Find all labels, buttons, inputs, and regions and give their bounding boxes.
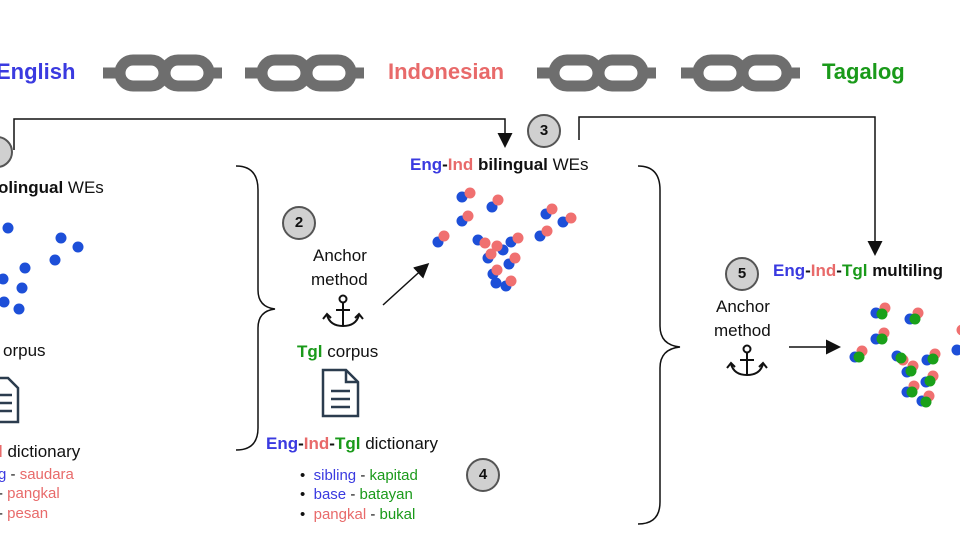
arrow-anchor2 bbox=[382, 262, 430, 306]
left-dictionary-label: l dictionary bbox=[0, 442, 81, 461]
dictionary-pair-3: • pangkal - bukal bbox=[300, 506, 416, 523]
anchor-method-line2: method bbox=[311, 270, 368, 289]
anchor-method-line1: Anchor bbox=[313, 246, 367, 265]
brace-left bbox=[235, 165, 276, 451]
step3-badge: 3 bbox=[527, 114, 561, 148]
chain-icon bbox=[103, 54, 222, 92]
anchor-icon bbox=[726, 344, 768, 377]
document-icon bbox=[321, 368, 360, 418]
left-pair-3: - pesan bbox=[0, 505, 49, 522]
step2-badge: 2 bbox=[282, 206, 316, 240]
document-icon bbox=[0, 376, 20, 424]
english-label: English bbox=[0, 59, 76, 84]
anchor-icon bbox=[322, 294, 364, 328]
dictionary-pair-2: • base - batayan bbox=[300, 486, 413, 503]
step4-badge: 4 bbox=[466, 458, 500, 492]
eng-ind-tgl-dictionary-label: Eng-Ind-Tgl dictionary bbox=[266, 434, 438, 453]
eng-ind-bilingual-title: Eng-Ind bilingual WEs bbox=[410, 155, 589, 174]
brace-right bbox=[637, 165, 681, 525]
anchor-method-line2-step5: method bbox=[714, 321, 771, 340]
arrow-left-to-bilingual bbox=[13, 118, 513, 150]
step5-badge: 5 bbox=[725, 257, 759, 291]
indonesian-label: Indonesian bbox=[388, 59, 505, 84]
left-we-title: olingual WEs bbox=[0, 178, 104, 197]
step1-circle bbox=[0, 136, 13, 168]
arrow-bilingual-to-multilingual bbox=[578, 116, 883, 256]
anchor-method-line1-step5: Anchor bbox=[716, 297, 770, 316]
left-corpus-label: orpus bbox=[3, 341, 46, 360]
eng-ind-tgl-multilingual-title: Eng-Ind-Tgl multiling bbox=[773, 261, 944, 280]
left-pair-2: - pangkal bbox=[0, 485, 60, 502]
tagalog-label: Tagalog bbox=[822, 59, 905, 84]
chain-icon bbox=[537, 54, 656, 92]
chain-icon bbox=[681, 54, 800, 92]
left-pair-1: g - saudara bbox=[0, 466, 74, 483]
chain-icon bbox=[245, 54, 364, 92]
dictionary-pair-1: • sibling - kapitad bbox=[300, 467, 418, 484]
tgl-corpus-label: Tgl corpus bbox=[297, 342, 379, 361]
